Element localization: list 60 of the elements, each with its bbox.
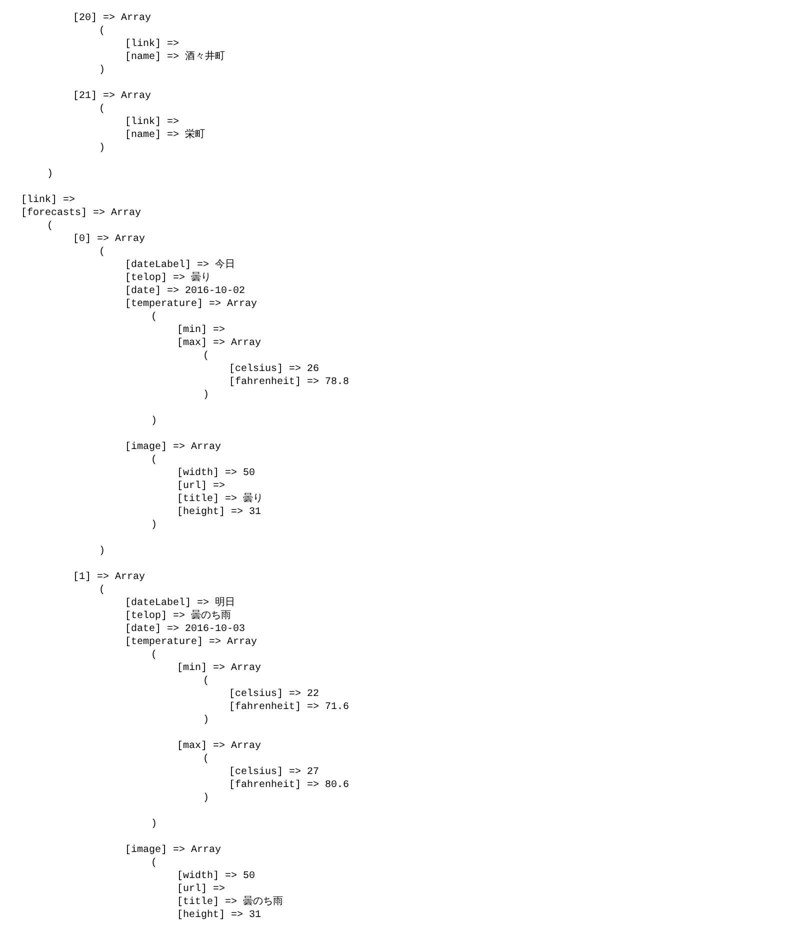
code-line: ): [99, 142, 106, 154]
code-line: ): [99, 544, 106, 558]
code-line: [21] => Array: [73, 90, 152, 102]
code-line: [height] => 31: [177, 506, 262, 518]
code-line: [name] => 酒々井町: [125, 50, 226, 64]
code-line: (: [203, 674, 210, 688]
code-line: (: [47, 220, 54, 232]
code-line: [forecasts] => Array: [21, 206, 142, 220]
code-line: (: [203, 752, 210, 766]
code-line: [20] => Array: [73, 12, 152, 24]
code-line: [min] => Array: [177, 662, 262, 674]
code-line: ): [203, 792, 210, 804]
code-line: [image] => Array: [125, 844, 222, 856]
code-line: [date] => 2016-10-02: [125, 284, 246, 298]
code-line: [height] => 31: [177, 908, 262, 922]
code-line: [temperature] => Array: [125, 636, 258, 648]
code-line: [celsius] => 22: [229, 688, 320, 700]
code-line: (: [151, 856, 158, 870]
code-line: [max] => Array: [177, 336, 262, 350]
code-line: [link] =>: [125, 116, 180, 128]
code-line: ): [203, 714, 210, 726]
code-line: ): [203, 388, 210, 402]
code-line: [fahrenheit] => 78.8: [229, 376, 350, 388]
code-line: [celsius] => 27: [229, 766, 320, 778]
code-line: (: [151, 310, 158, 324]
code-line: [title] => 曇り: [177, 492, 264, 506]
code-line: ): [99, 64, 106, 76]
code-line: (: [203, 350, 210, 362]
code-line: [link] =>: [125, 38, 180, 50]
code-line: [url] =>: [177, 882, 226, 896]
code-line: (: [99, 102, 106, 116]
code-line: [celsius] => 26: [229, 362, 320, 376]
code-line: (: [151, 648, 158, 662]
code-line: [telop] => 曇り: [125, 272, 212, 284]
code-line: [url] =>: [177, 480, 226, 492]
code-line: (: [151, 454, 158, 466]
code-line: [0] => Array: [73, 232, 146, 246]
code-line: [fahrenheit] => 71.6: [229, 700, 350, 714]
code-line: (: [99, 246, 106, 258]
code-line: [min] =>: [177, 324, 226, 336]
code-line: ): [151, 818, 158, 830]
code-line: [dateLabel] => 明日: [125, 596, 236, 610]
code-line: (: [99, 584, 106, 596]
code-line: ): [47, 168, 54, 180]
code-line: [width] => 50: [177, 466, 256, 480]
code-line: [link] =>: [21, 194, 76, 206]
code-line: [fahrenheit] => 80.6: [229, 778, 350, 792]
code-line: [max] => Array: [177, 740, 262, 752]
code-line: [name] => 栄町: [125, 128, 206, 142]
code-line: (: [99, 24, 106, 38]
code-line: [dateLabel] => 今日: [125, 258, 236, 272]
code-line: [image] => Array: [125, 440, 222, 454]
code-line: [temperature] => Array: [125, 298, 258, 310]
code-line: [telop] => 曇のち雨: [125, 610, 232, 622]
code-line: [width] => 50: [177, 870, 256, 882]
code-line: ): [151, 414, 158, 428]
code-line: [1] => Array: [73, 570, 146, 584]
code-line: [date] => 2016-10-03: [125, 622, 246, 636]
code-line: [title] => 曇のち雨: [177, 896, 284, 908]
code-line: ): [151, 518, 158, 532]
